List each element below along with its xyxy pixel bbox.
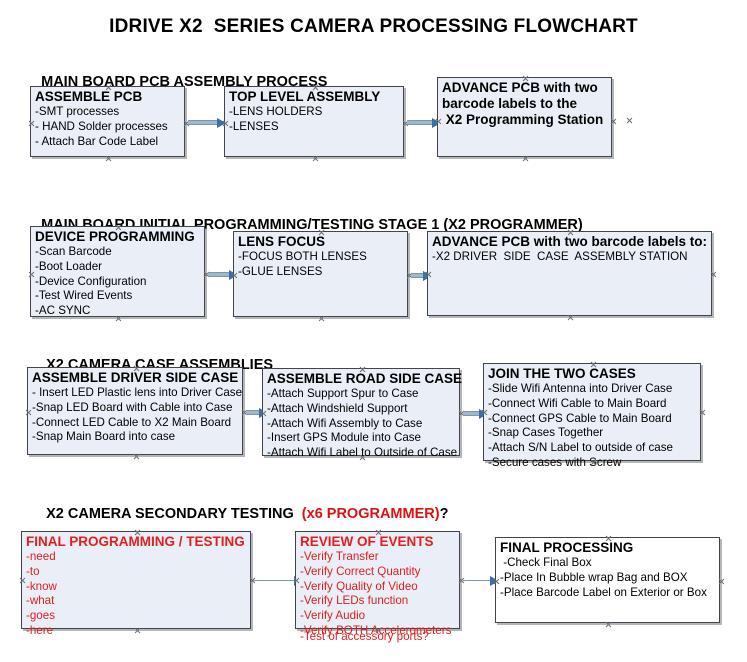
connector-handle-bottom[interactable] bbox=[605, 621, 612, 628]
section-heading-suffix: ? bbox=[439, 506, 449, 522]
node-line: -X2 DRIVER SIDE CASE ASSEMBLY STATION bbox=[432, 249, 688, 263]
connector-handle-left[interactable] bbox=[25, 409, 32, 416]
connector-handle-right[interactable] bbox=[699, 409, 706, 416]
node-line: -Connect LED Cable to X2 Main Board bbox=[32, 415, 232, 429]
node-title: LENS FOCUS bbox=[238, 234, 326, 249]
node-title: ASSEMBLE ROAD SIDE CASE bbox=[267, 371, 463, 386]
connector-handle-left[interactable] bbox=[28, 120, 35, 127]
node-line: -Secure cases with Screw bbox=[488, 456, 622, 470]
node-line: -Insert GPS Module into Case bbox=[267, 431, 422, 445]
node-line: -goes bbox=[26, 609, 56, 623]
connector-handle-bottom[interactable] bbox=[312, 155, 319, 162]
node-title: REVIEW OF EVENTS bbox=[300, 534, 434, 549]
node-title: FINAL PROCESSING bbox=[500, 540, 634, 555]
node-line: -Snap Cases Together bbox=[488, 426, 604, 440]
node-line: -Place In Bubble wrap Bag and BOX bbox=[500, 570, 688, 584]
arrow-lens-focus-to-advance-pcb bbox=[411, 270, 432, 281]
arrow-top-level-assembly-to-advance-pcb bbox=[407, 117, 441, 128]
arrow-road-side-to-join-cases bbox=[463, 408, 488, 419]
node-line: -Attach S/N Label to outside of case bbox=[488, 441, 673, 455]
node-title: ADVANCE PCB with two barcode labels to t… bbox=[442, 80, 604, 127]
node-overflow-line: -Test of accessory ports? bbox=[300, 630, 429, 643]
node-line: -Check Final Box bbox=[500, 555, 592, 569]
arrow-review-of-events-to-final-processing bbox=[463, 575, 499, 586]
node-line: - HAND Solder processes bbox=[35, 119, 168, 133]
node-line: -SMT processes bbox=[35, 104, 120, 118]
node-line: -Scan Barcode bbox=[35, 244, 112, 258]
node-line: -Verify Correct Quantity bbox=[300, 564, 421, 578]
node-title: JOIN THE TWO CASES bbox=[488, 366, 636, 381]
page-title: IDRIVE X2 SERIES CAMERA PROCESSING FLOWC… bbox=[109, 16, 638, 37]
node-line: -Connect GPS Cable to Main Board bbox=[488, 411, 672, 425]
connector-handle-left[interactable] bbox=[28, 271, 35, 278]
node-line: -Test Wired Events bbox=[35, 289, 133, 303]
connector-handle-bottom[interactable] bbox=[133, 453, 140, 460]
node-line: -LENSES bbox=[229, 119, 279, 133]
connector-handle-bottom[interactable] bbox=[105, 155, 112, 162]
node-line: -need bbox=[26, 549, 56, 563]
node-assemble-driver-side-case[interactable]: ASSEMBLE DRIVER SIDE CASE - Insert LED P… bbox=[27, 367, 243, 455]
node-line: -Verify Transfer bbox=[300, 549, 379, 563]
connector-handle-loose-row1[interactable] bbox=[626, 117, 633, 124]
node-title: TOP LEVEL ASSEMBLY bbox=[229, 89, 381, 104]
node-join-the-two-cases[interactable]: JOIN THE TWO CASES -Slide Wifi Antenna i… bbox=[483, 363, 701, 469]
node-title: ASSEMBLE PCB bbox=[35, 89, 143, 104]
node-line: -Verify BOTH Accelerometers bbox=[300, 624, 452, 638]
node-line: - Insert LED Plastic lens into Driver Ca… bbox=[32, 385, 243, 399]
node-line: -LENS HOLDERS bbox=[229, 104, 323, 118]
node-line: -Attach Windshield Support bbox=[267, 401, 408, 415]
node-line: -here bbox=[26, 624, 54, 638]
node-title: ADVANCE PCB with two barcode labels to: bbox=[432, 234, 708, 249]
node-line: -Boot Loader bbox=[35, 259, 103, 273]
connector-handle-right[interactable] bbox=[710, 271, 717, 278]
node-review-of-events[interactable]: REVIEW OF EVENTS -Verify Transfer -Verif… bbox=[295, 531, 460, 643]
node-line: -what bbox=[26, 594, 55, 608]
node-line: -know bbox=[26, 579, 57, 593]
node-title: FINAL PROGRAMMING / TESTING bbox=[26, 534, 245, 549]
node-top-level-assembly[interactable]: TOP LEVEL ASSEMBLY -LENS HOLDERS -LENSES bbox=[224, 86, 404, 157]
node-line: -to bbox=[26, 564, 40, 578]
arrow-device-programming-to-lens-focus bbox=[208, 269, 238, 280]
node-line: -Device Configuration bbox=[35, 274, 147, 288]
node-line: -Attach Wifi Assembly to Case bbox=[267, 416, 423, 430]
node-advance-pcb-to-x2-programming-station[interactable]: ADVANCE PCB with two barcode labels to t… bbox=[437, 77, 612, 157]
node-advance-pcb-to-driver-side-case-assembly[interactable]: ADVANCE PCB with two barcode labels to: … bbox=[427, 231, 712, 316]
node-line: -Attach Support Spur to Case bbox=[267, 386, 419, 400]
node-final-programming-testing[interactable]: FINAL PROGRAMMING / TESTING -need -to -k… bbox=[19, 531, 251, 637]
connector-handle-bottom[interactable] bbox=[318, 315, 325, 322]
section-heading-x2-camera-secondary-testing: X2 CAMERA SECONDARY TESTING (x6 PROGRAMM… bbox=[30, 490, 448, 538]
node-line: -Verify Audio bbox=[300, 609, 366, 623]
node-line: - Attach Bar Code Label bbox=[35, 134, 159, 148]
arrow-driver-side-to-road-side bbox=[246, 407, 268, 418]
arrow-assemble-pcb-to-top-level-assembly bbox=[188, 117, 226, 128]
node-device-programming[interactable]: DEVICE PROGRAMMING -Scan Barcode -Boot L… bbox=[30, 226, 205, 317]
node-line: -Connect Wifi Cable to Main Board bbox=[488, 396, 667, 410]
node-assemble-pcb[interactable]: ASSEMBLE PCB -SMT processes - HAND Solde… bbox=[30, 86, 185, 157]
node-line: -Verify LEDs function bbox=[300, 594, 409, 608]
section-heading-text: X2 CAMERA SECONDARY TESTING bbox=[46, 506, 302, 522]
node-line: -Verify Quality of Video bbox=[300, 579, 418, 593]
node-line: -Snap Main Board into case bbox=[32, 430, 176, 444]
node-line: -AC SYNC bbox=[35, 304, 91, 318]
connector-handle-left[interactable] bbox=[19, 577, 26, 584]
connector-handle-right[interactable] bbox=[610, 118, 617, 125]
node-final-processing[interactable]: FINAL PROCESSING -Check Final Box -Place… bbox=[495, 537, 720, 623]
section-heading-accent: (x6 PROGRAMMER) bbox=[301, 506, 440, 522]
node-title: DEVICE PROGRAMMING bbox=[35, 229, 195, 244]
connector-handle-right[interactable] bbox=[718, 578, 725, 585]
node-line: -Place Barcode Label on Exterior or Box bbox=[500, 585, 707, 599]
arrow-final-programming-to-review-of-events bbox=[253, 575, 303, 586]
node-line: -FOCUS BOTH LENSES bbox=[238, 249, 367, 263]
node-line: -Slide Wifi Antenna into Driver Case bbox=[488, 381, 673, 395]
node-assemble-road-side-case[interactable]: ASSEMBLE ROAD SIDE CASE -Attach Support … bbox=[262, 368, 463, 459]
connector-handle-bottom[interactable] bbox=[522, 155, 529, 162]
node-line: -Attach Wifi Label to Outside of Case bbox=[267, 446, 458, 460]
node-line: -Snap LED Board with Cable into Case bbox=[32, 400, 233, 414]
node-line: -GLUE LENSES bbox=[238, 264, 323, 278]
connector-handle-bottom[interactable] bbox=[567, 314, 574, 321]
node-title: ASSEMBLE DRIVER SIDE CASE bbox=[32, 370, 239, 385]
node-lens-focus[interactable]: LENS FOCUS -FOCUS BOTH LENSES -GLUE LENS… bbox=[233, 231, 408, 317]
